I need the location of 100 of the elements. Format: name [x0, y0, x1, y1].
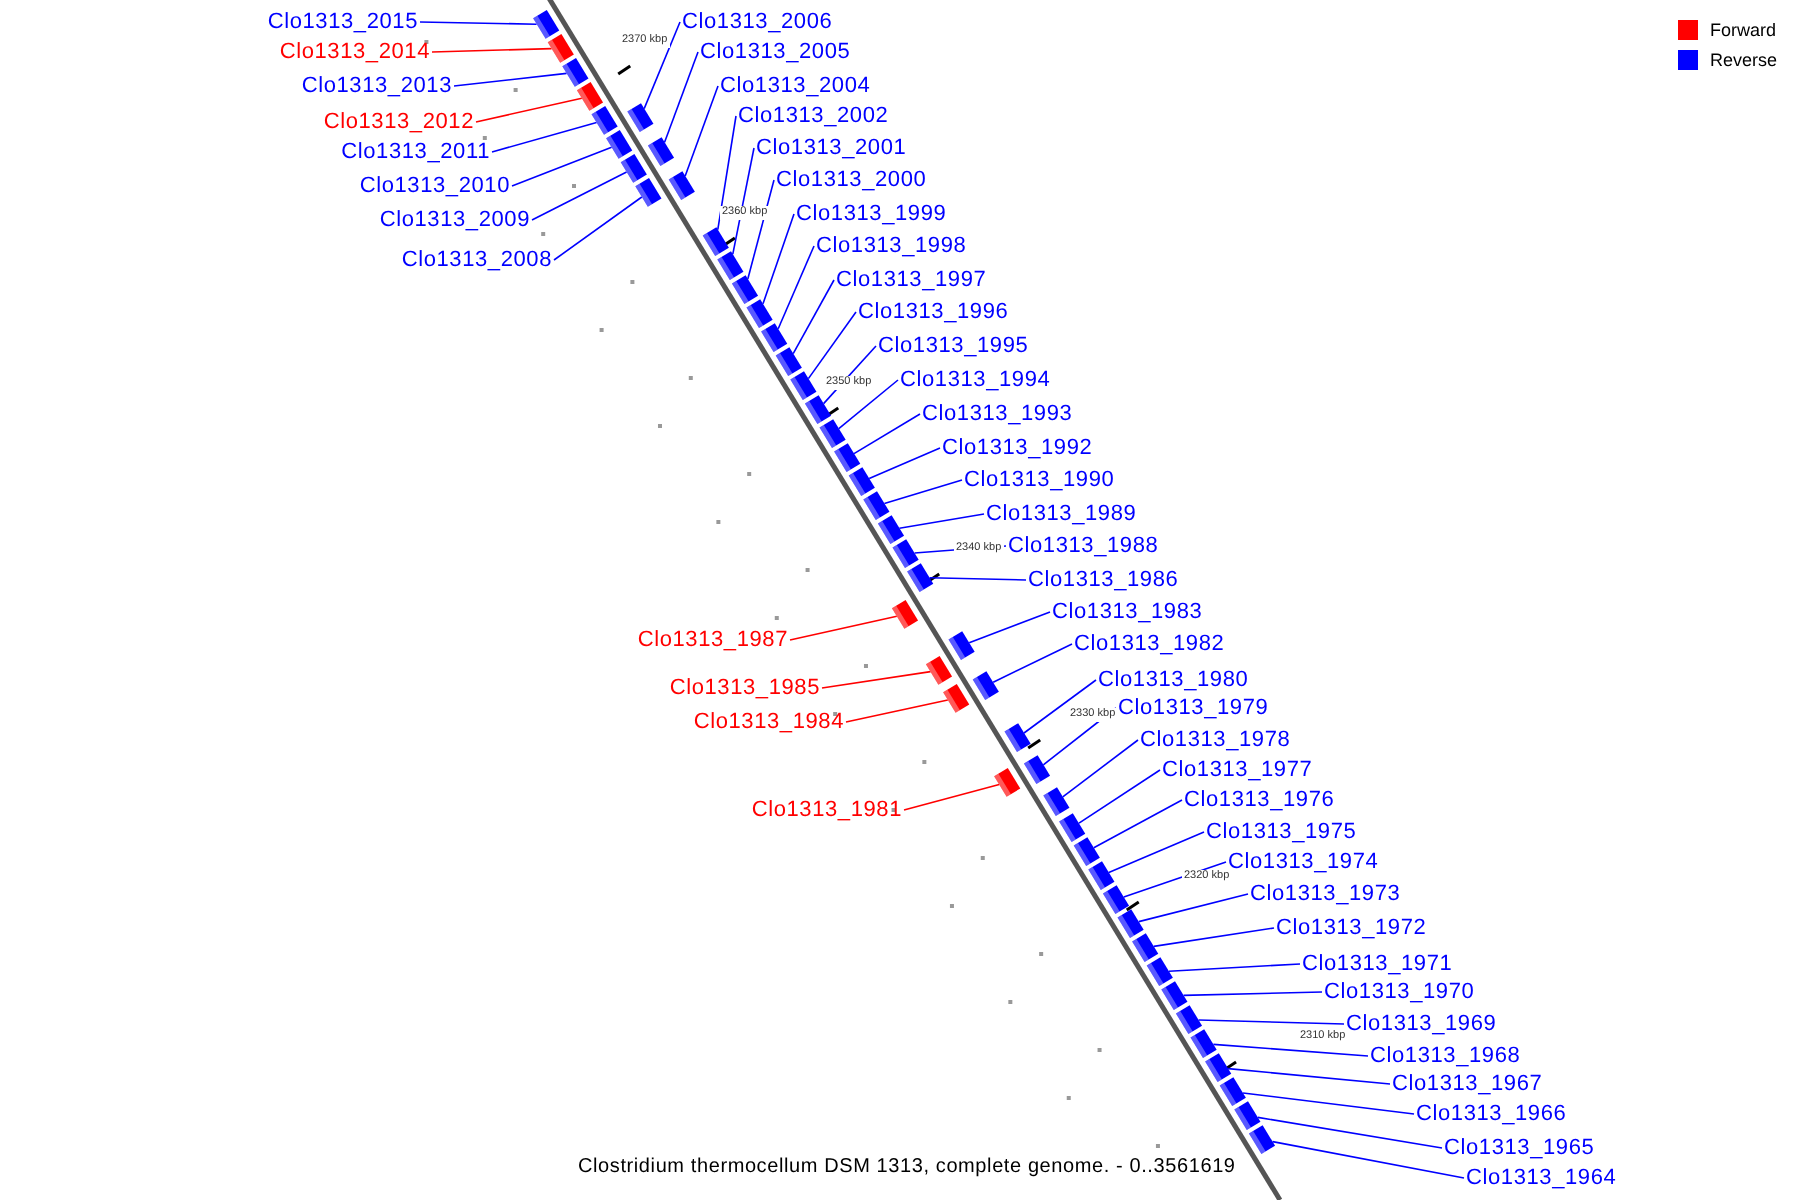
gene-block: [994, 768, 1021, 797]
gene-label: Clo1313_1964: [1466, 1165, 1617, 1191]
leader-line: [419, 21, 538, 25]
gene-label: Clo1313_1981: [751, 797, 902, 823]
gene-label: Clo1313_1980: [1098, 667, 1249, 693]
gene-block: [627, 103, 654, 132]
leader-line: [717, 115, 737, 231]
legend-label: Reverse: [1710, 48, 1778, 72]
leader-line: [1168, 963, 1301, 972]
leader-line: [684, 85, 719, 177]
leader-line: [928, 577, 1027, 581]
gene-block: [804, 395, 832, 424]
gene-label: Clo1313_1965: [1444, 1135, 1595, 1161]
caption: Clostridium thermocellum DSM 1313, complete genome. - 0..3561619: [578, 1156, 1236, 1180]
gene-label: Clo1313_2009: [379, 207, 530, 233]
gene-block: [1102, 885, 1130, 914]
leader-line: [898, 513, 985, 529]
leader-line: [453, 72, 568, 87]
gene-block: [717, 251, 744, 280]
gene-label: Clo1313_1975: [1206, 819, 1357, 845]
gene-block: [1117, 909, 1144, 938]
leader-line: [553, 196, 643, 261]
legend-label: Forward: [1710, 18, 1777, 42]
gene-block: [746, 299, 773, 328]
leader-line: [1108, 831, 1205, 874]
gene-label: Clo1313_1972: [1276, 915, 1427, 941]
gene-block: [576, 82, 604, 111]
gene-label: Clo1313_2012: [323, 109, 474, 135]
leader-line: [853, 413, 921, 455]
gene-block: [892, 539, 919, 568]
leader-line: [1093, 799, 1183, 849]
leader-line: [845, 699, 949, 723]
gene-block: [1175, 1005, 1203, 1034]
gene-block: [761, 323, 788, 352]
gene-label: Clo1313_1993: [922, 401, 1073, 427]
gene-label: Clo1313_2004: [720, 73, 871, 99]
leader-line: [663, 51, 699, 143]
leader-line: [643, 21, 681, 110]
leader-line: [777, 245, 815, 330]
gene-block: [1004, 723, 1031, 752]
gene-block: [877, 515, 905, 544]
leader-line: [1227, 1067, 1391, 1085]
leader-line: [968, 611, 1051, 644]
gene-block: [1219, 1077, 1246, 1106]
leader-line: [992, 643, 1073, 683]
gene-block: [775, 347, 802, 376]
gene-label: Clo1313_1992: [942, 435, 1093, 461]
gene-block: [1059, 813, 1086, 842]
gene-label: Clo1313_1994: [900, 367, 1051, 393]
gene-label: Clo1313_1983: [1052, 599, 1203, 625]
gene-block: [1132, 933, 1159, 962]
gene-label: Clo1313_1974: [1228, 849, 1379, 875]
gene-label: Clo1313_2014: [279, 39, 430, 65]
gene-label: Clo1313_1984: [693, 709, 844, 735]
gene-label: Clo1313_1982: [1074, 631, 1225, 657]
gene-label: Clo1313_1970: [1324, 979, 1475, 1005]
gene-block: [925, 656, 953, 685]
leader-line: [491, 121, 598, 153]
gene-block: [591, 106, 618, 135]
gene-block: [647, 137, 675, 166]
leader-line: [1242, 1092, 1415, 1115]
leader-line: [531, 171, 628, 221]
gene-block: [635, 178, 662, 207]
gene-block: [907, 563, 934, 592]
gene-block: [1088, 861, 1115, 890]
gene-block: [668, 171, 695, 200]
gene-label: Clo1313_2006: [682, 9, 833, 35]
leader-line: [1062, 739, 1139, 798]
gene-block: [790, 371, 817, 400]
gene-block: [702, 227, 729, 256]
gene-label: Clo1313_2013: [301, 73, 452, 99]
gene-label: Clo1313_1997: [836, 267, 987, 293]
leader-line: [1182, 991, 1323, 997]
gene-label: Clo1313_1989: [986, 501, 1137, 527]
gene-block: [819, 419, 846, 448]
leader-line: [762, 213, 795, 305]
gene-label: Clo1313_2015: [267, 9, 418, 35]
leader-line: [1023, 679, 1097, 734]
gene-block: [562, 58, 589, 87]
gene-label: Clo1313_1985: [669, 675, 820, 701]
leader-line: [431, 47, 553, 53]
leader-line: [1153, 927, 1275, 948]
gene-block: [1146, 957, 1173, 986]
gene-block: [1234, 1101, 1261, 1130]
leader-line: [789, 615, 898, 641]
gene-block: [731, 275, 759, 304]
leader-line: [1078, 769, 1161, 824]
gene-block: [606, 130, 633, 159]
gene-block: [1043, 787, 1070, 816]
gene-block: [943, 684, 970, 713]
gene-label: Clo1313_1996: [858, 299, 1009, 325]
gene-label: Clo1313_1971: [1302, 951, 1453, 977]
gene-block: [891, 600, 919, 629]
gene-label: Clo1313_1977: [1162, 757, 1313, 783]
gene-label: Clo1313_2002: [738, 103, 889, 129]
gene-label: Clo1313_1967: [1392, 1071, 1543, 1097]
gene-label: Clo1313_2001: [756, 135, 907, 161]
gene-label: Clo1313_2005: [700, 39, 851, 65]
gene-block: [1073, 837, 1100, 866]
gene-block: [547, 34, 574, 63]
